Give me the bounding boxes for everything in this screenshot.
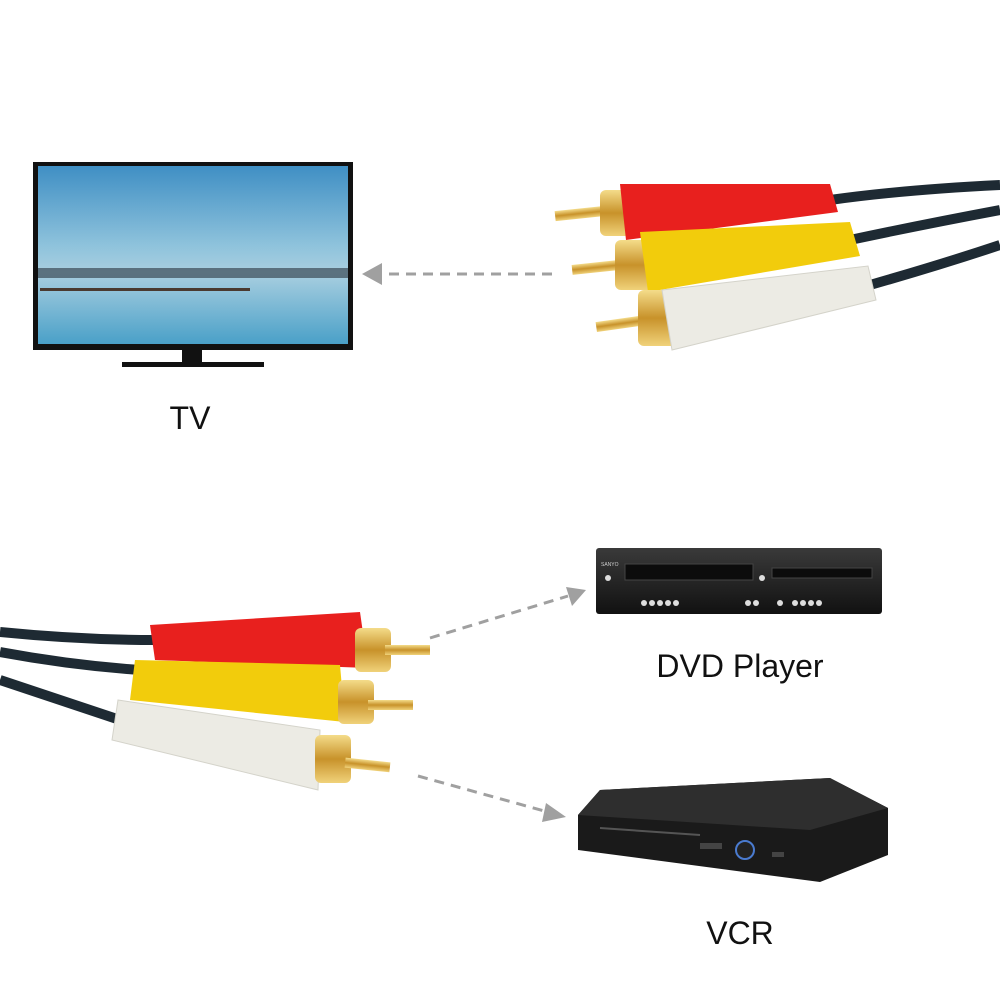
- dvd-player-label: DVD Player: [656, 648, 824, 684]
- brand-logo: SANYO: [601, 562, 619, 568]
- tv-image: [33, 162, 353, 367]
- tv-label: TV: [169, 400, 211, 436]
- arrows: [378, 272, 569, 814]
- vcr-label: VCR: [706, 915, 774, 951]
- dvd-player-image: SANYO: [596, 548, 882, 614]
- arrow-head-icon: [566, 587, 586, 606]
- rca-plugs-bottom: [0, 612, 430, 791]
- vcr-image: [578, 778, 888, 882]
- rca-plugs-top: [554, 180, 1000, 351]
- arrow-head-icon: [542, 803, 566, 822]
- arrow-head-icon: [362, 263, 382, 285]
